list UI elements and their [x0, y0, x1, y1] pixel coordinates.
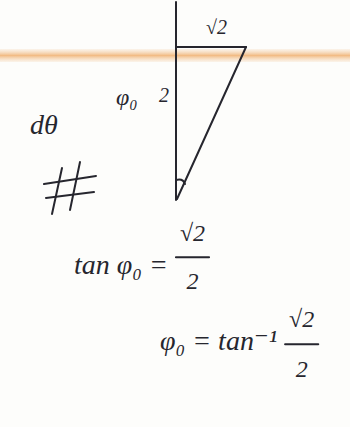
fraction-part: 2 — [296, 356, 308, 382]
fraction-bar — [285, 343, 318, 345]
math-text: dθ — [30, 110, 58, 141]
math-text: φ₀ = tan⁻¹ — [160, 326, 277, 357]
math-text: 2 — [159, 84, 169, 106]
hash-mark — [44, 162, 96, 214]
angle-arc — [176, 180, 185, 185]
top-side — [176, 46, 246, 48]
hypotenuse — [177, 47, 246, 199]
fraction-bar — [176, 256, 209, 258]
fraction-part: 2 — [186, 268, 198, 294]
math-text: φ₀ — [116, 84, 138, 110]
fraction-part: √2 — [180, 220, 205, 246]
math-text: √2 — [206, 16, 227, 38]
vertical-side — [175, 2, 177, 200]
math-text: tan φ₀ = — [74, 250, 168, 281]
fraction-part: √2 — [289, 306, 314, 332]
